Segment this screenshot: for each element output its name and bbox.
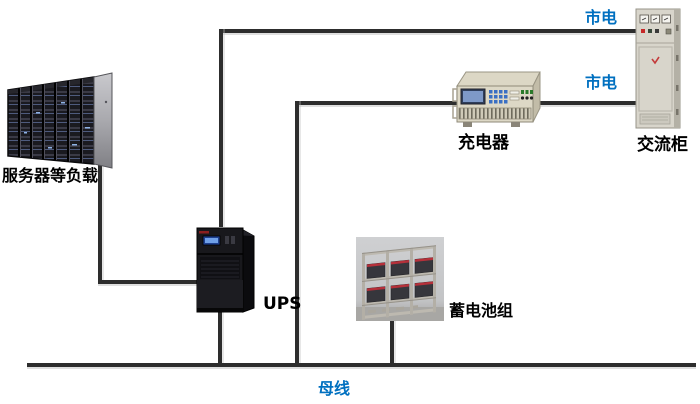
- mains-top-label: 市电: [585, 8, 618, 27]
- ups-label: UPS: [263, 294, 302, 314]
- wire-servers-to-ups: [98, 280, 199, 284]
- wire-mains-top-horizontal: [220, 29, 637, 33]
- wire-servers-vertical: [98, 160, 102, 284]
- servers-label: 服务器等负载: [2, 166, 99, 185]
- wire-mains-top-vertical-to-ups: [219, 29, 223, 227]
- busbar-label: 母线: [318, 379, 351, 398]
- battery-bank-illustration: [356, 237, 444, 321]
- wire-ups-to-bus: [218, 311, 222, 367]
- charger-label: 充电器: [458, 133, 509, 153]
- wire-busbar: [27, 363, 696, 367]
- battery-bank-label: 蓄电池组: [449, 301, 514, 320]
- ac-cabinet-label: 交流柜: [637, 135, 688, 155]
- ups-illustration: [196, 227, 255, 313]
- mains-middle-label: 市电: [585, 73, 618, 92]
- ac-cabinet-illustration: [635, 8, 681, 129]
- wire-battery-to-bus: [390, 317, 394, 367]
- server-rack-illustration: [7, 72, 113, 169]
- wire-mains-middle-vertical-to-bus: [295, 101, 299, 367]
- charger-illustration: [452, 71, 541, 127]
